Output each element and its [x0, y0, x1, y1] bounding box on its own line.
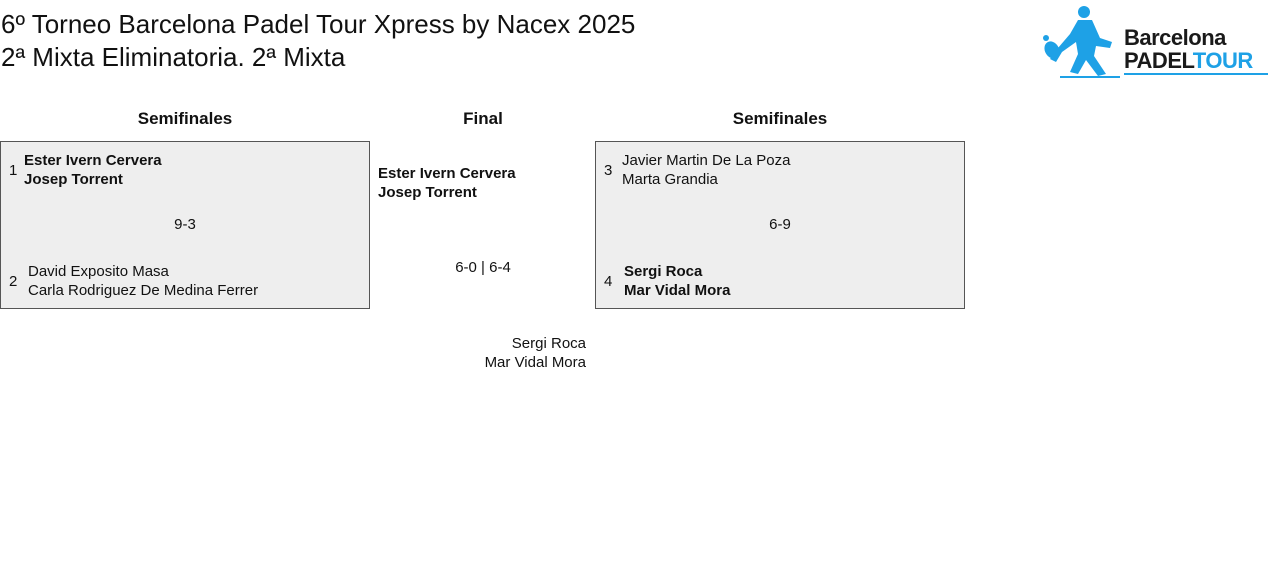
player-name: Marta Grandia [622, 171, 718, 188]
player-name: Josep Torrent [24, 171, 123, 188]
team-3: Javier Martin De La Poza Marta Grandia [622, 151, 790, 189]
team-4-winner: Sergi Roca Mar Vidal Mora [624, 262, 730, 300]
seed-number: 4 [604, 273, 613, 290]
final-score: 6-0 | 6-4 [455, 259, 511, 276]
semifinal-right-match[interactable]: 3 Javier Martin De La Poza Marta Grandia… [595, 141, 965, 309]
seed-number: 3 [604, 162, 613, 179]
round-header-semifinal-right: Semifinales [732, 109, 828, 128]
semifinal-left-match[interactable]: 1 Ester Ivern Cervera Josep Torrent 9-3 … [0, 141, 370, 309]
barcelona-padel-tour-logo: Barcelona PADELTOUR [1040, 4, 1275, 80]
player-name: Sergi Roca [511, 335, 586, 352]
player-name: David Exposito Masa [28, 263, 169, 280]
seed-number: 2 [9, 273, 18, 290]
player-name: Mar Vidal Mora [484, 354, 586, 371]
team-1-winner: Ester Ivern Cervera Josep Torrent [24, 151, 162, 189]
logo-line-barcelona: Barcelona [1124, 25, 1226, 50]
team-2: David Exposito Masa Carla Rodriguez De M… [28, 262, 258, 300]
tournament-title: 6º Torneo Barcelona Padel Tour Xpress by… [1, 9, 636, 39]
padel-player-icon [1043, 6, 1120, 78]
seed-number: 1 [9, 162, 18, 179]
player-name: Josep Torrent [378, 184, 477, 201]
logo-underline [1124, 73, 1268, 75]
player-name: Ester Ivern Cervera [24, 152, 162, 169]
final-runner-up-team[interactable]: Sergi Roca Mar Vidal Mora [485, 334, 586, 372]
player-name: Ester Ivern Cervera [378, 165, 516, 182]
logo-word-tour: TOUR [1192, 48, 1253, 73]
player-name: Sergi Roca [624, 263, 703, 280]
round-header-semifinal-left: Semifinales [137, 109, 233, 128]
final-winner-team[interactable]: Ester Ivern Cervera Josep Torrent [378, 164, 516, 202]
category-subtitle: 2ª Mixta Eliminatoria. 2ª Mixta [1, 42, 346, 72]
player-name: Carla Rodriguez De Medina Ferrer [28, 282, 259, 299]
round-header-final: Final [463, 109, 503, 128]
player-name: Mar Vidal Mora [624, 282, 731, 299]
match-score: 9-3 [174, 216, 196, 233]
page-title: 6º Torneo Barcelona Padel Tour Xpress by… [1, 8, 635, 74]
logo-word-padel: PADEL [1124, 48, 1193, 73]
match-score: 6-9 [769, 216, 791, 233]
player-name: Javier Martin De La Poza [622, 152, 791, 169]
